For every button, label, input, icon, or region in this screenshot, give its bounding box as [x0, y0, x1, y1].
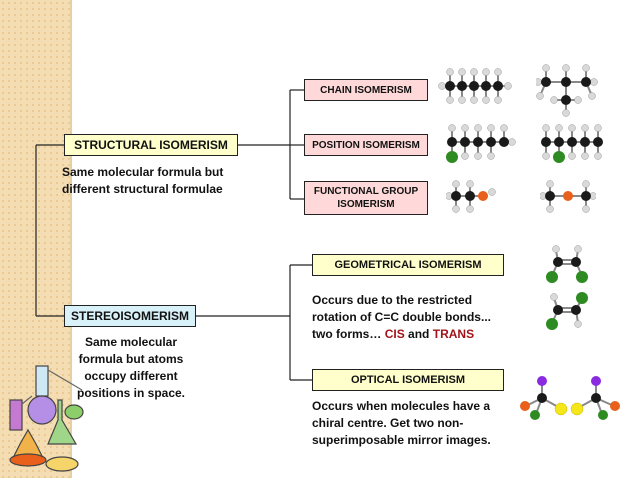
optical-isomerism-box: OPTICAL ISOMERISM — [312, 369, 504, 391]
chain-molecule-branched-icon — [536, 64, 598, 117]
position-molecule-2-icon — [541, 124, 603, 163]
structural-description: Same molecular formula but different str… — [62, 165, 224, 196]
cis-label: CIS — [384, 327, 405, 341]
lab-glassware-icon — [9, 365, 84, 472]
chain-isomerism-label: CHAIN ISOMERISM — [320, 84, 412, 96]
decorative-side-strip — [0, 0, 70, 478]
optical-isomerism-label: OPTICAL ISOMERISM — [350, 374, 466, 386]
trans-label: TRANS — [432, 327, 475, 341]
position-isomerism-label: POSITION ISOMERISM — [312, 139, 420, 151]
geometrical-description: Occurs due to the restricted rotation of… — [312, 292, 512, 343]
functional-molecule-alcohol-icon — [446, 180, 496, 213]
stereoisomerism-label: STEREOISOMERISM — [70, 309, 189, 323]
chain-molecule-straight-icon — [438, 68, 512, 104]
chiral-molecule-2-icon — [570, 376, 620, 420]
structural-isomerism-box: STRUCTURAL ISOMERISM — [64, 134, 238, 156]
geometrical-description-text: Occurs due to the restricted rotation of… — [312, 293, 491, 341]
cis-molecule-icon — [546, 245, 588, 283]
geometrical-isomerism-label: GEOMETRICAL ISOMERISM — [334, 259, 482, 271]
chain-isomerism-box: CHAIN ISOMERISM — [304, 79, 428, 101]
chiral-molecule-1-icon — [520, 376, 568, 420]
position-isomerism-box: POSITION ISOMERISM — [304, 134, 428, 156]
geometrical-isomerism-box: GEOMETRICAL ISOMERISM — [312, 254, 504, 276]
position-molecule-1-icon — [446, 124, 516, 163]
stereoisomerism-box: STEREOISOMERISM — [64, 305, 196, 327]
and-label: and — [408, 327, 430, 341]
structural-isomerism-label: STRUCTURAL ISOMERISM — [74, 138, 228, 152]
strip-edge — [70, 0, 72, 478]
functional-group-isomerism-box: FUNCTIONAL GROUP ISOMERISM — [304, 181, 428, 215]
functional-group-isomerism-label: FUNCTIONAL GROUP ISOMERISM — [313, 186, 419, 210]
optical-description: Occurs when molecules have a chiral cent… — [312, 399, 491, 447]
functional-molecule-ether-icon — [540, 180, 596, 213]
trans-molecule-icon — [546, 292, 588, 330]
stereo-description: Same molecular formula but atoms occupy … — [76, 335, 186, 400]
